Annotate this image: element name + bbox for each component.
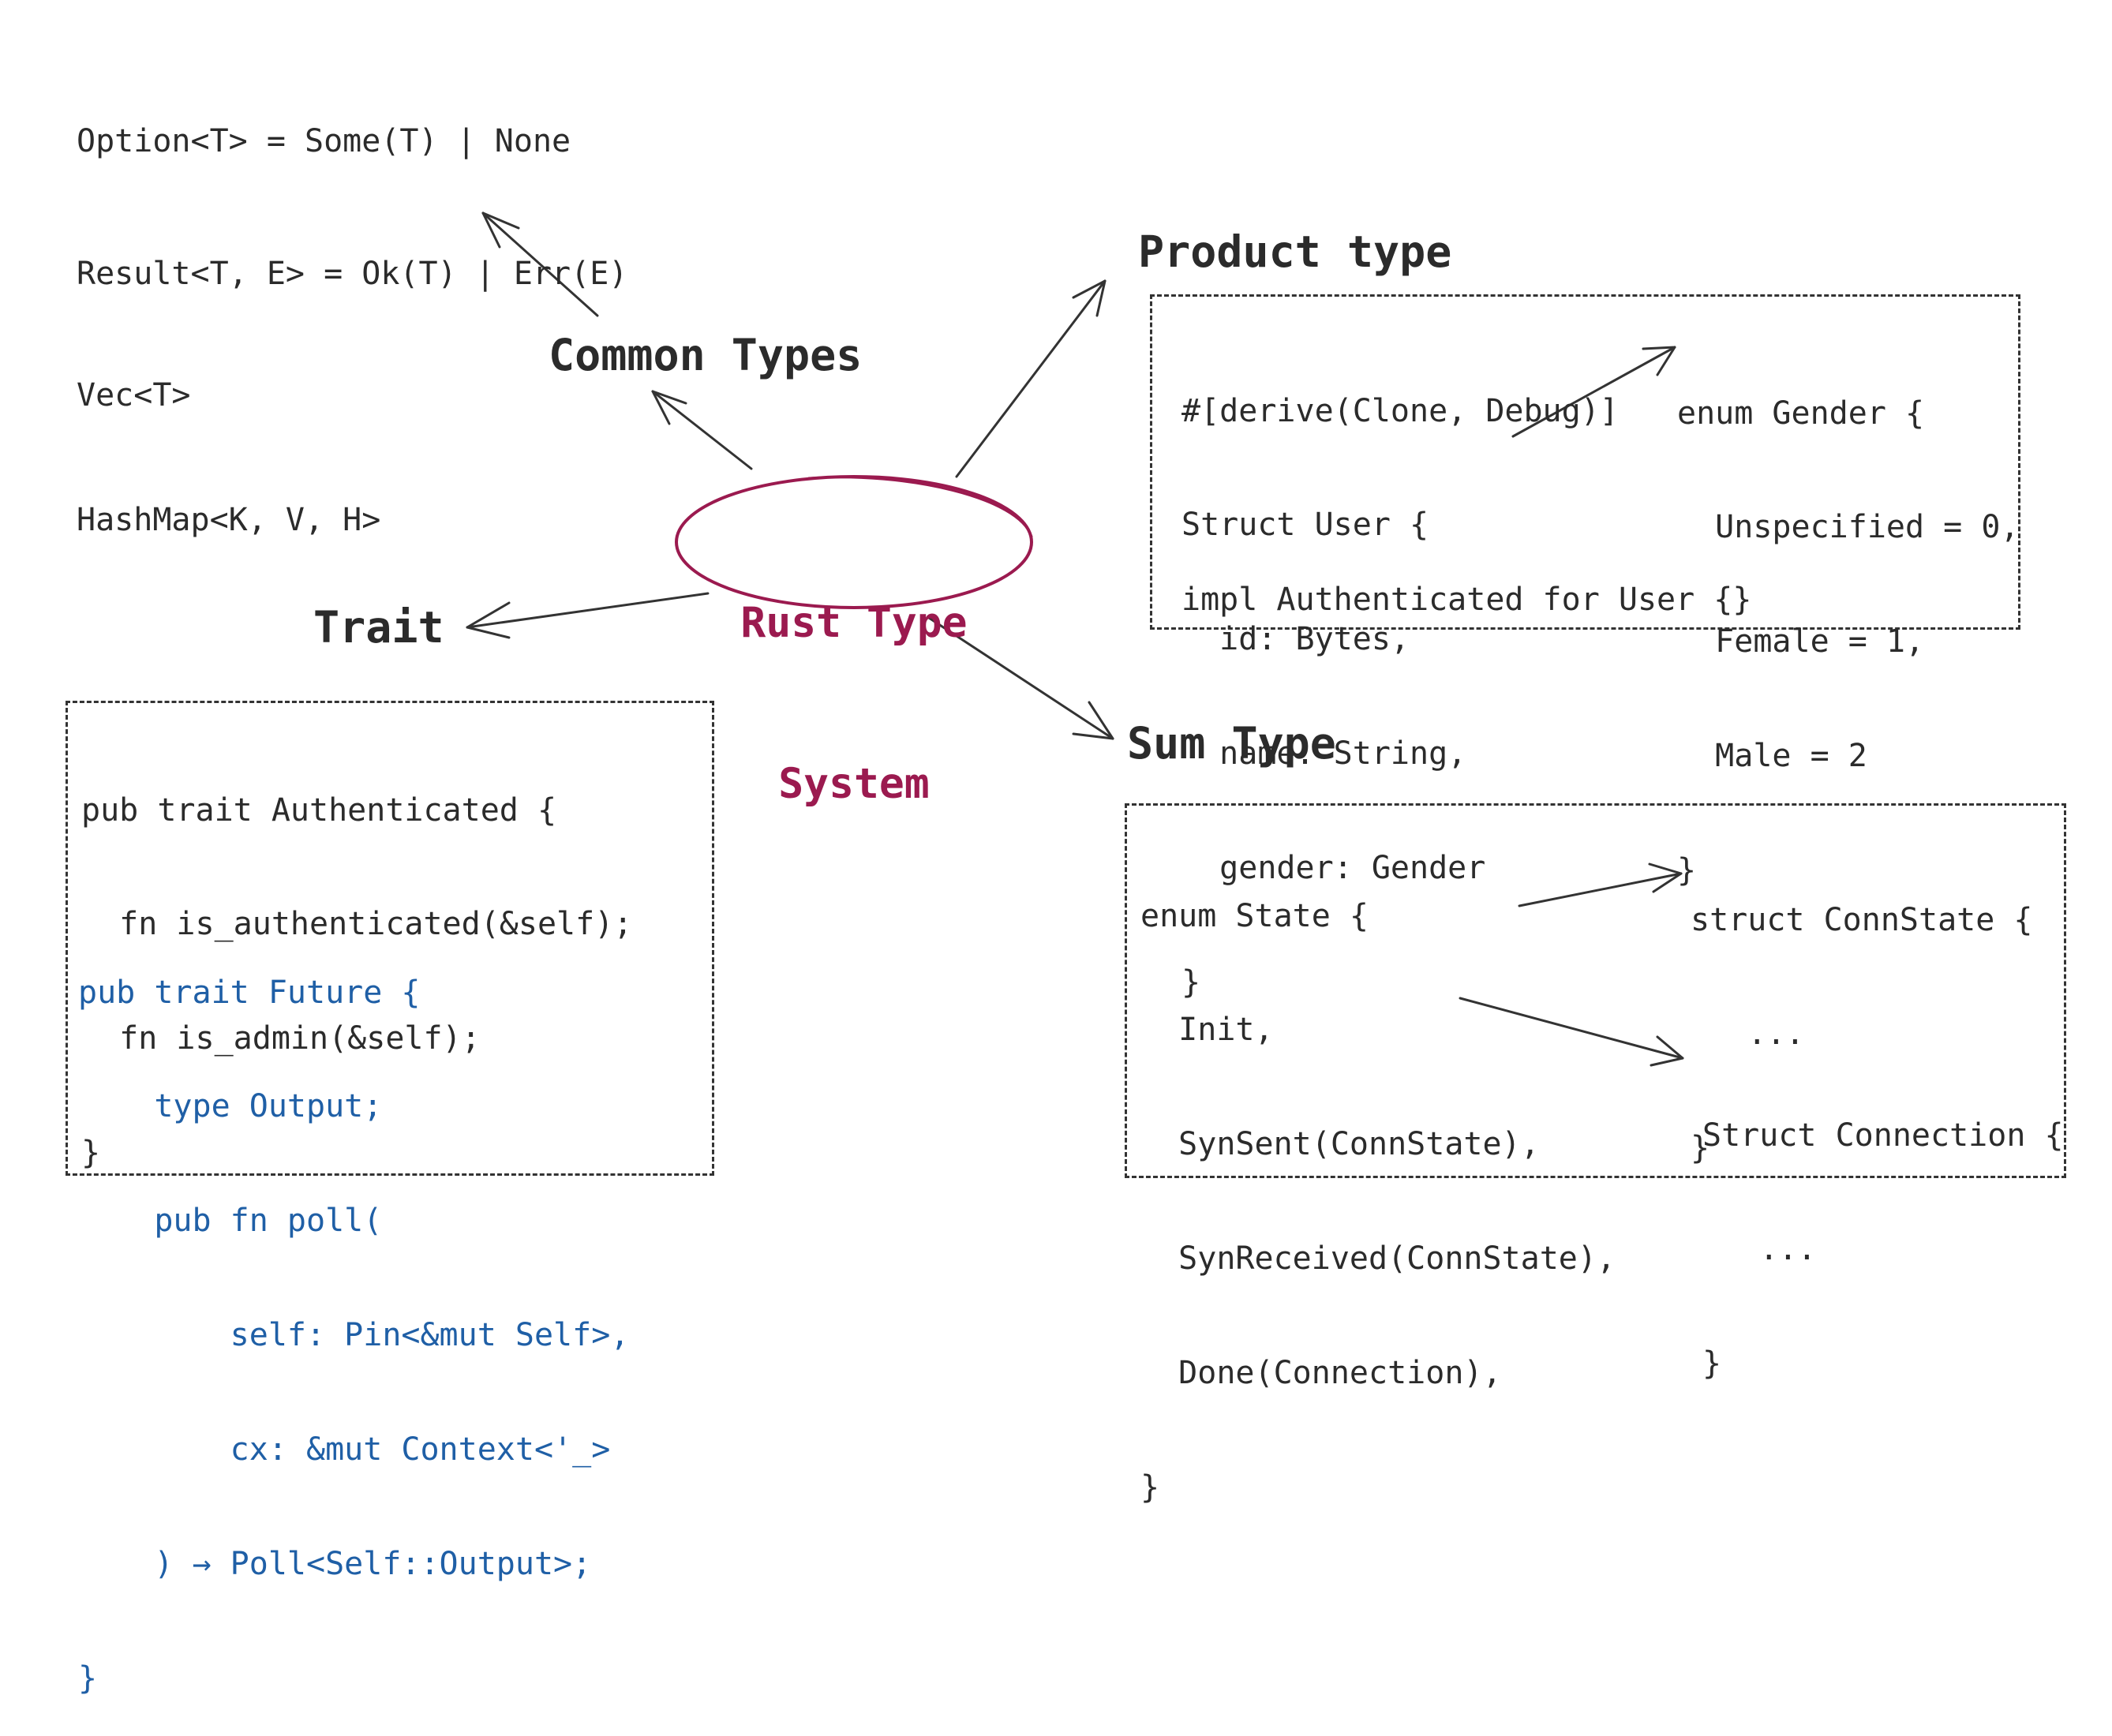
product-enum-gender-code: enum Gender { Unspecified = 0, Female = …: [1677, 318, 2019, 928]
trait-future-code: pub trait Future { type Output; pub fn p…: [78, 897, 629, 1736]
trait-box: [66, 701, 714, 1176]
code-line: pub fn poll(: [78, 1203, 383, 1240]
code-line: pub trait Authenticated {: [81, 791, 557, 829]
sum-type-box: [1125, 803, 2066, 1178]
code-line: #[derive(Clone, Debug)]: [1181, 392, 1619, 429]
code-line: Female = 1,: [1677, 623, 1925, 660]
code-line: id: Bytes,: [1181, 621, 1410, 658]
center-ellipse-sketch: [807, 476, 1033, 538]
code-line: Done(Connection),: [1140, 1355, 1502, 1392]
code-line: pub trait Future {: [78, 974, 421, 1011]
connector-arrows: [466, 211, 1684, 1067]
code-line: }: [1140, 1469, 1160, 1506]
sum-enum-state-code: enum State { Init, SynSent(ConnState), S…: [1140, 821, 1616, 1545]
common-types-list: Option<T> = Some(T) | None Result<T, E> …: [77, 46, 627, 578]
code-line: }: [1691, 1130, 1710, 1167]
arrow-to-product-type: [955, 279, 1107, 478]
code-line: }: [1181, 964, 1201, 1001]
arrow-gender-to-enum: [1511, 346, 1676, 438]
arrow-synsent-to-connstate: [1518, 872, 1683, 907]
code-line: Male = 2: [1677, 738, 1867, 775]
arrow-to-common-types: [651, 390, 753, 470]
sum-connstate-code: struct ConnState { ... }: [1691, 825, 2032, 1206]
code-line: fn is_authenticated(&self);: [81, 906, 633, 943]
trait-heading: Trait: [313, 602, 444, 653]
code-line: Unspecified = 0,: [1677, 509, 2020, 546]
code-line: ...: [1702, 1231, 1817, 1268]
center-label: Rust Type System: [696, 489, 1012, 865]
code-line: cx: &mut Context<'_>: [78, 1431, 611, 1468]
common-type-result: Result<T, E> = Ok(T) | Err(E): [77, 256, 628, 293]
sum-type-heading: Sum Type: [1127, 718, 1336, 769]
product-struct-code: #[derive(Clone, Debug)] Struct User { id…: [1181, 316, 1619, 1040]
code-line: type Output;: [78, 1088, 383, 1125]
common-type-vec: Vec<T>: [77, 376, 191, 413]
product-impl-line: impl Authenticated for User {}: [1181, 582, 1752, 618]
center-label-line1: Rust Type: [740, 599, 968, 647]
code-line: SynReceived(ConnState),: [1140, 1240, 1616, 1278]
code-line: Init,: [1140, 1012, 1274, 1049]
common-types-heading: Common Types: [549, 330, 863, 380]
code-line: ...: [1691, 1016, 1805, 1053]
code-line: Struct Connection {: [1702, 1117, 2064, 1154]
arrow-done-to-connection: [1459, 997, 1684, 1060]
common-type-hashmap: HashMap<K, V, H>: [77, 502, 381, 539]
code-line: fn is_admin(&self);: [81, 1020, 481, 1057]
code-line: }: [1677, 852, 1697, 889]
product-type-heading: Product type: [1138, 226, 1452, 277]
code-line: enum Gender {: [1677, 395, 1925, 432]
code-line: }: [78, 1659, 98, 1697]
common-type-option: Option<T> = Some(T) | None: [77, 122, 571, 159]
code-line: struct ConnState {: [1691, 901, 2033, 938]
arrow-to-type-list: [481, 211, 599, 317]
code-line: SynSent(ConnState),: [1140, 1126, 1540, 1163]
code-line: }: [81, 1135, 101, 1172]
code-line: }: [1702, 1345, 1722, 1382]
arrow-to-trait: [466, 592, 710, 629]
code-line: enum State {: [1140, 897, 1369, 934]
trait-authenticated-code: pub trait Authenticated { fn is_authenti…: [81, 715, 632, 1210]
sum-connection-code: Struct Connection { ... }: [1702, 1040, 2064, 1421]
arrow-to-sum-type: [927, 616, 1114, 740]
code-line: name: String,: [1181, 735, 1467, 773]
product-type-box: [1150, 294, 2020, 630]
code-line: ) → Poll<Self::Output>;: [78, 1546, 592, 1583]
code-line: Struct User {: [1181, 507, 1429, 544]
center-label-line2: System: [778, 760, 930, 808]
code-line: self: Pin<&mut Self>,: [78, 1317, 630, 1354]
code-line: gender: Gender: [1181, 850, 1486, 887]
